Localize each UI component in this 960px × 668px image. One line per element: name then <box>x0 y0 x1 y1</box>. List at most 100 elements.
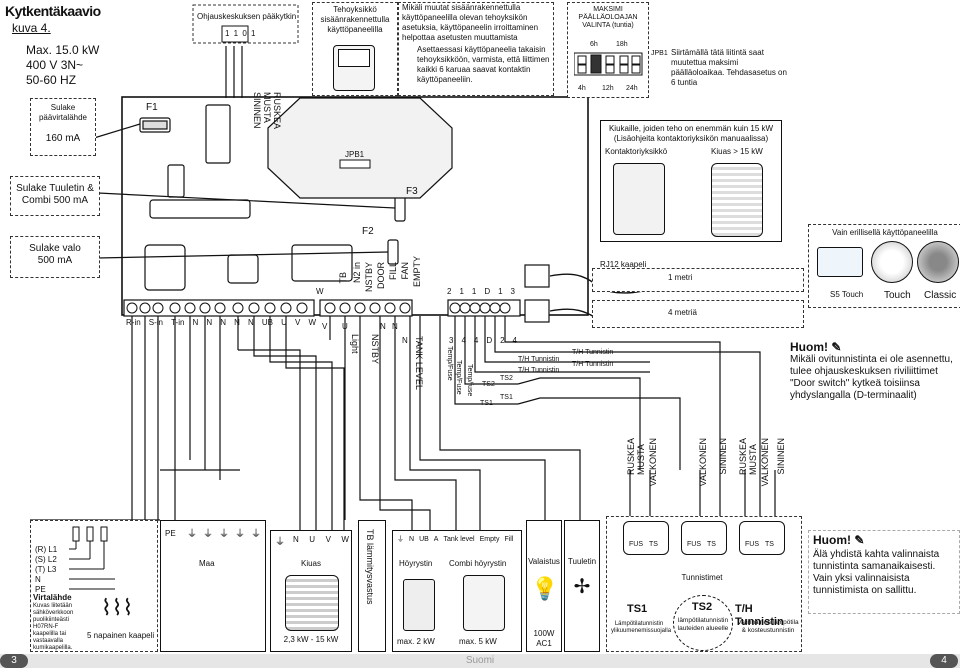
terminal-bottom-row: R-in S-in T-in N N N N N UB U V W <box>126 318 316 328</box>
max-time-jp-label: JPB1 <box>651 50 668 57</box>
panel-classic: Classic <box>924 290 957 301</box>
ground-icon: ⏚ <box>219 529 229 540</box>
cable-icon: ⌇⌇⌇ <box>101 595 134 620</box>
heater-label: Kiuas <box>300 559 321 568</box>
terminal-lower-n-1: N <box>380 322 386 331</box>
combi-steamer-label: Combi höyrystin <box>449 559 507 568</box>
fan-fuse-box: Sulake Tuuletin & Combi 500 mA <box>10 176 100 216</box>
note-sensor-box: Huom! ✎ Älä yhdistä kahta valinnaista tu… <box>808 530 960 614</box>
terminal-n-4: N <box>234 318 240 327</box>
main-fuse-box: Sulake päävirtalähde 160 mA <box>30 98 96 156</box>
max-time-title: MAKSIMI PÄÄLLÄOLOAJAN VALINTA (tuntia) <box>578 6 638 29</box>
sensor-ts-2: TS <box>707 541 716 548</box>
ts2-title: TS2 <box>691 601 713 613</box>
th-label-3: T/H Tunnistin <box>572 349 614 356</box>
ts-top-num-6: 3 <box>510 287 515 296</box>
rj12-length-2: 4 metriä <box>668 308 697 317</box>
heater-terminal-u: U <box>309 535 316 544</box>
terminal-u: U <box>281 318 287 327</box>
power-unit-icon <box>333 45 375 91</box>
steamer-terminal-ub: UB <box>419 536 429 543</box>
jumper-pins <box>574 52 643 76</box>
lighting-label: Valaistus <box>528 557 560 566</box>
contactor-icon <box>613 163 665 235</box>
pencil-icon: ✎ <box>854 533 865 547</box>
fan-label: Tuuletin <box>567 557 597 566</box>
lighting-type: AC1 <box>536 639 552 648</box>
terminal-lower-v: V <box>322 322 328 331</box>
power-unit-note: Mikäli muutat sisäänrakennettulla käyttö… <box>402 3 539 42</box>
wire-color-5: RUSKEA MUSTA <box>738 438 758 476</box>
sensor-ts-3: TS <box>765 541 774 548</box>
ts2-circle <box>673 595 733 651</box>
contactor-label: Kontaktoriyksikkö <box>605 147 668 156</box>
ground-icon: ⏚ <box>187 529 197 540</box>
panels-title: Vain erillisellä käyttöpaneelilla <box>832 228 938 237</box>
th-label-4: T/H Tunnistin <box>572 361 614 368</box>
heater-terminal-n: N <box>293 535 299 544</box>
rj12-cable-1-box <box>592 268 804 292</box>
heater-ground-icon: ⏚ <box>275 537 285 548</box>
max-time-18h: 18h <box>616 41 628 48</box>
terminal-top-tb: TB <box>338 272 348 284</box>
steamer-box: ⏚ N UB A Tank level Empty Fill Höyrystin… <box>392 530 522 652</box>
wire-color-1: RUSKEA MUSTA <box>626 438 646 476</box>
fan-fuse-label: Sulake Tuuletin & Combi 500 mA <box>16 183 94 206</box>
heater-power: 2,3 kW - 15 kW <box>283 635 339 644</box>
rj12-length-1: 1 metri <box>668 273 693 282</box>
nstby-label: NSTBY <box>370 334 380 365</box>
ground-icon: ⏚ <box>251 529 261 540</box>
rj12-cable-2-box <box>592 300 804 328</box>
steamer-icon <box>403 579 435 631</box>
page-number-right: 4 <box>930 654 958 668</box>
jpb1-label: JPB1 <box>345 150 365 159</box>
ts-bottom-num-4: D <box>486 336 493 345</box>
terminal-w: W <box>308 318 316 327</box>
n-label: N <box>402 336 408 345</box>
note-1-title: Huom! ✎ <box>790 340 958 354</box>
power-unit-note-box: Mikäli muutat sisäänrakennettulla käyttö… <box>398 2 554 96</box>
heater-icon <box>285 575 339 631</box>
max-time-12h: 12h <box>602 85 614 92</box>
switch-wire-colors: RUSKEA MUSTA SININEN <box>252 92 282 130</box>
panel-s5-touch: S5 Touch <box>830 290 864 299</box>
panel-touch: Touch <box>884 290 911 301</box>
contactor-box: Kiukaille, joiden teho on enemmän kuin 1… <box>600 120 782 242</box>
ts1-desc: Lämpötilatunnistin ylikuumenemissuojalla <box>611 621 672 634</box>
light-bulb-icon: 💡 <box>531 576 559 601</box>
temp-fuse-label-3: Temp/fuse <box>466 364 473 397</box>
figure-ref-link[interactable]: kuva 4. <box>12 21 51 35</box>
steamer-max: max. 2 kW <box>397 637 435 646</box>
s5-touch-icon <box>817 247 863 277</box>
terminal-top-w: W <box>316 287 324 296</box>
steamer-label: Höyrystin <box>399 559 433 568</box>
sensors-box: FUS TS FUS TS FUS TS Tunnistimet TS1 Läm… <box>606 516 802 652</box>
steamer-terminal-a: A <box>433 536 439 543</box>
note-2-title: Huom! ✎ <box>809 531 959 547</box>
tank-level-label: TANK LEVEL <box>414 336 424 390</box>
ts-top-num-5: 1 <box>498 287 503 296</box>
fuse-f2-label: F2 <box>362 226 374 237</box>
ts-bottom-num-2: 4 <box>461 336 466 345</box>
terminal-top-fill: FILL <box>388 262 398 281</box>
ts1-title: TS1 <box>627 603 648 615</box>
note-door-switch: Huom! ✎ Mikäli ovitunnistinta ei ole ase… <box>790 340 958 402</box>
power-unit-box: Tehoyksikkö sisäänrakennettulla käyttöpa… <box>312 2 398 96</box>
wire-color-6: VALKONEN <box>760 438 770 487</box>
sensors-label: Tunnistimet <box>681 573 723 582</box>
wire-color-4: SININEN <box>718 438 728 475</box>
th-label-2: T/H Tunnistin <box>518 367 560 374</box>
page-title: Kytkentäkaavio <box>5 3 101 19</box>
heater-terminal-w: W <box>341 535 349 544</box>
supply-title: Virtalähde <box>33 593 72 602</box>
supply-line-l1: (R) L1 <box>35 545 58 554</box>
ground-box: PE ⏚⏚⏚⏚⏚ Maa <box>160 520 266 652</box>
rj12-label: RJ12 kaapeli <box>600 260 647 269</box>
spec-voltage: 400 V 3N~ <box>26 58 84 72</box>
ts1-label-2: TS1 <box>500 394 513 401</box>
spec-power: Max. 15.0 kW <box>26 43 100 57</box>
supply-note: Kuvas liitetään sähköverkkoon puolikiint… <box>33 603 74 651</box>
